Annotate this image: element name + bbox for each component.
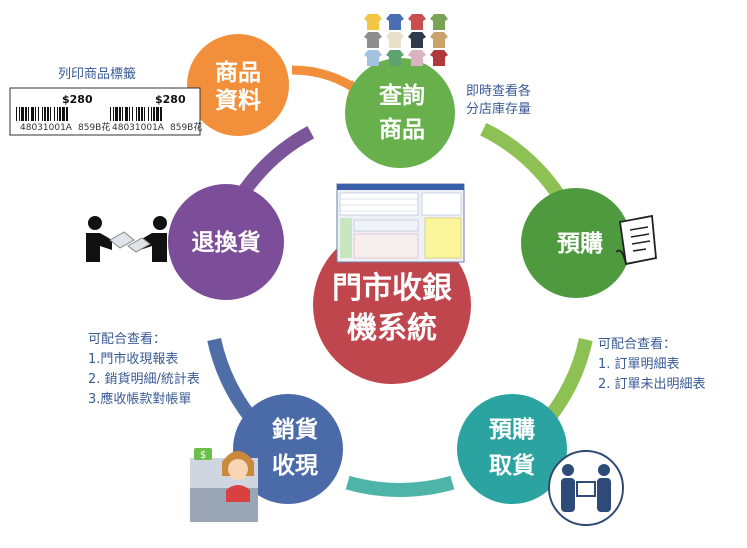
node-product-data-line1: 商品 [215, 59, 261, 86]
left-note-line1: 可配合查看： [88, 331, 166, 347]
right-note-line2: 1. 訂單明細表 [598, 356, 680, 372]
node-query-product-line2: 商品 [379, 116, 425, 143]
node-query-product-line1: 查詢 [379, 82, 425, 109]
price-tag-1-price: $280 [62, 93, 93, 106]
node-preorder-pickup-line2: 取貨 [489, 452, 535, 479]
node-preorder[interactable]: 預購 [521, 188, 631, 298]
exchange-icon [86, 216, 167, 262]
right-note-line1: 可配合查看： [598, 336, 676, 352]
price-tag-2-tag: 859B花 [170, 121, 202, 133]
print-label-note: 列印商品標籤 [58, 67, 136, 82]
query-note: 即時查看各 分店庫存量 [466, 83, 531, 117]
node-preorder-pickup[interactable]: 預購 取貨 [457, 394, 567, 504]
left-note: 可配合查看： 1.門市收現報表 2. 銷貨明細/統計表 3.應收帳款對帳單 [88, 331, 200, 407]
center-label-line1: 門市收銀 [332, 271, 452, 306]
clothes-grid-icon [364, 14, 448, 66]
center-label-line2: 機系統 [347, 311, 437, 346]
cashier-icon: $ [190, 448, 258, 522]
center-node[interactable]: 門市收銀 機系統 [313, 226, 471, 384]
query-note-line2: 分店庫存量 [466, 102, 531, 117]
price-tag-strip: $280 $280 48031001A 859B花 48031001A 859B… [9, 87, 202, 136]
left-note-line3: 2. 銷貨明細/統計表 [88, 371, 200, 387]
node-query-product[interactable]: 查詢 商品 [345, 58, 455, 168]
left-note-line2: 1.門市收現報表 [88, 351, 178, 367]
node-return-exchange-line1: 退換貨 [192, 229, 261, 256]
node-sales-cash-line1: 銷貨 [272, 416, 318, 443]
handover-icon [548, 450, 624, 526]
barcode-icon [16, 107, 68, 121]
right-note: 可配合查看： 1. 訂單明細表 2. 訂單未出明細表 [598, 336, 706, 392]
query-note-line1: 即時查看各 [466, 83, 531, 99]
node-product-data[interactable]: 商品 資料 [187, 34, 289, 136]
barcode-icon [110, 107, 162, 121]
price-tag-1-code: 48031001A [20, 123, 73, 133]
price-tag-2-code: 48031001A [112, 123, 165, 133]
node-return-exchange[interactable]: 退換貨 [168, 184, 284, 300]
node-preorder-line1: 預購 [557, 231, 603, 257]
right-note-line3: 2. 訂單未出明細表 [598, 376, 706, 392]
ring-arc-teal [345, 475, 455, 497]
price-tag-2-price: $280 [155, 93, 186, 106]
node-sales-cash[interactable]: 銷貨 收現 [233, 394, 343, 504]
receipt-icon [615, 214, 657, 266]
left-note-line4: 3.應收帳款對帳單 [88, 391, 191, 407]
pos-screen-thumbnail [336, 183, 465, 263]
node-sales-cash-line2: 收現 [272, 452, 318, 479]
svg-text:$: $ [200, 450, 206, 461]
node-product-data-line2: 資料 [215, 87, 261, 114]
node-preorder-pickup-line1: 預購 [489, 417, 535, 443]
price-tag-1-tag: 859B花 [78, 121, 110, 133]
